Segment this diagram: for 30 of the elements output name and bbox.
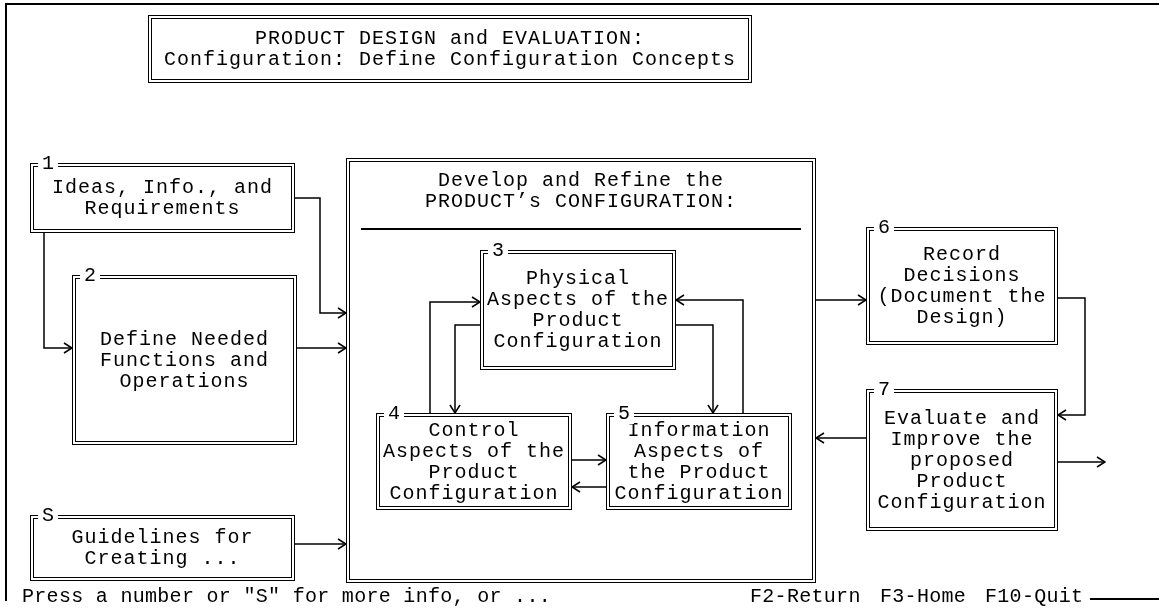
key-hint: F3-Home: [880, 586, 967, 607]
arrow: [571, 454, 607, 466]
arrow: [294, 538, 347, 550]
title-box: [148, 15, 752, 83]
box-text: Guidelines for Creating ...: [70, 527, 255, 569]
arrow: [571, 481, 607, 493]
arrow: [1057, 297, 1086, 421]
arrow: [296, 342, 347, 354]
box-number: 5: [614, 403, 634, 424]
key-hint: F10-Quit: [985, 586, 1084, 607]
box-text: Define Needed Functions and Operations: [99, 328, 270, 392]
subtitle-text: Configuration: Define Configuration Concepts: [163, 49, 737, 70]
arrow: [815, 294, 867, 306]
arrow: [429, 296, 481, 414]
arrow: [815, 432, 867, 444]
group-heading: Develop and Refine the PRODUCT’s CONFIGURATION:: [423, 170, 738, 212]
arrow: [43, 232, 73, 354]
arrow: [449, 324, 481, 414]
box-text: Evaluate and Improve the proposed Product Configuration: [876, 407, 1048, 513]
instruction-text: Press a number or "S" for more info, or ...: [22, 586, 551, 607]
box-text: Ideas, Info., and Requirements: [51, 177, 274, 219]
key-hint: F2-Return: [750, 586, 861, 607]
box-text: Record Decisions (Document the Design): [876, 244, 1048, 328]
arrow: [675, 324, 719, 414]
box-text: Physical Aspects of the Product Configuration: [486, 268, 670, 352]
arrow: [675, 294, 744, 414]
title-text: PRODUCT DESIGN and EVALUATION:: [254, 28, 646, 49]
arrow: [294, 197, 347, 319]
group-box: [346, 158, 816, 583]
arrow: [1057, 456, 1106, 468]
